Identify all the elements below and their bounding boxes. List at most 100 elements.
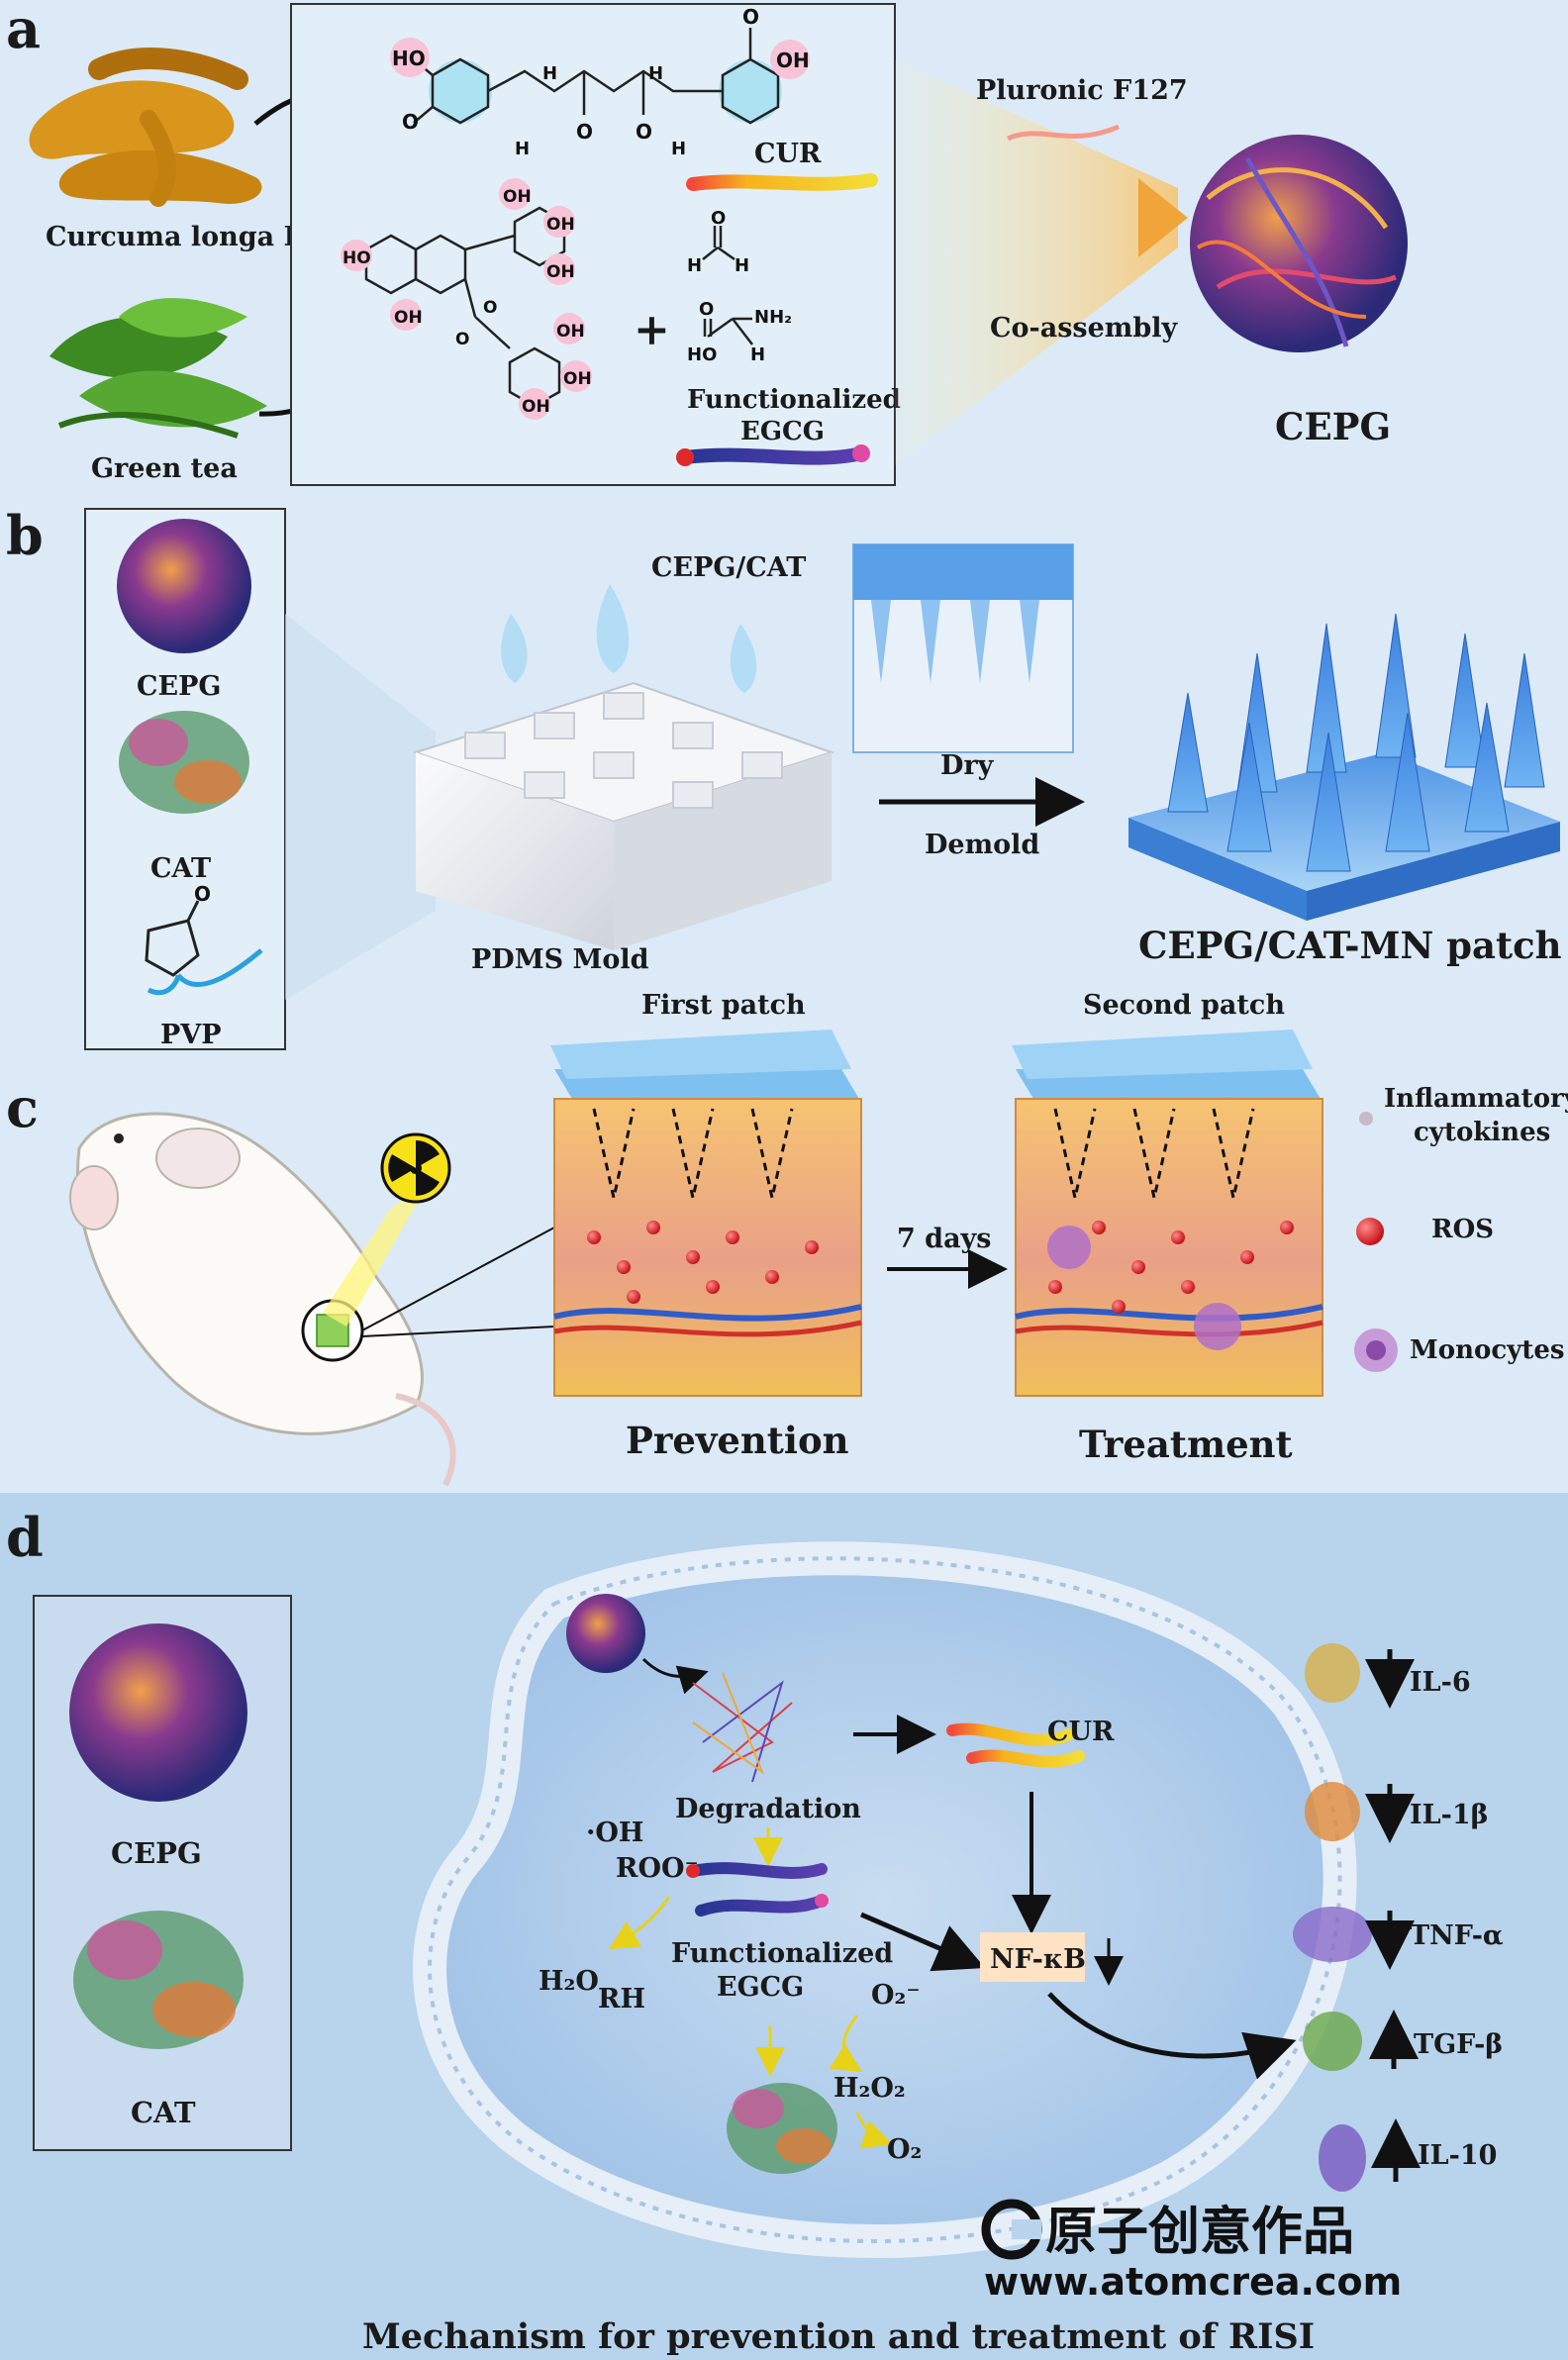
cytokine-list: IL-6 IL-1β TNF-α TGF-β IL-10 [1293, 1643, 1504, 2192]
legend-inflammatory-line2: cytokines [1414, 1118, 1550, 1147]
pdms-mold [412, 681, 835, 950]
curcumin-atom-ho: HO [392, 47, 426, 70]
green-tea-label: Green tea [91, 453, 238, 484]
pluronic-label: Pluronic F127 [976, 75, 1188, 106]
cytokine-tgfb: TGF-β [1303, 2010, 1503, 2071]
mn-patch-label: CEPG/CAT-MN patch [1138, 924, 1562, 967]
skin-block-treatment [1012, 1030, 1323, 1397]
cytokine-il6-label: IL-6 [1410, 1667, 1471, 1698]
formaldehyde-o: O [711, 208, 726, 229]
panel-letter-b: b [6, 504, 44, 567]
egcg-oh-highlight-3 [543, 253, 575, 285]
formaldehyde-structure [702, 226, 735, 261]
atomcrea-watermark: 原子创意作品 www.atomcrea.com [981, 2199, 1402, 2304]
superoxide-to-h2o2-arrow [829, 2015, 863, 2073]
cur-strand-d-1 [946, 1722, 1075, 1746]
degradation-label: Degradation [675, 1794, 861, 1824]
dry-label: Dry [940, 750, 995, 781]
legend-monocytes-label: Monocytes [1410, 1335, 1565, 1365]
pluronic-strand [1006, 124, 1121, 142]
cepg-cat-label: CEPG/CAT [651, 552, 806, 583]
skin-block-prevention [550, 1030, 862, 1397]
egcg-oh-highlight-2 [543, 206, 575, 238]
egcg-atom-oh-6: OH [563, 369, 592, 389]
curcumin-atom-h-3: H [648, 63, 663, 84]
panel-letter-a: a [6, 0, 41, 60]
cat-label-d: CAT [131, 2096, 196, 2129]
cytokine-tnfa-label: TNF-α [1410, 1920, 1504, 1951]
cell-membrane [413, 1541, 1357, 2258]
oh-highlight-right [770, 40, 810, 79]
cat-protein-icon-b [119, 711, 249, 814]
glycine-nh2: NH₂ [754, 307, 792, 328]
entry-arrow [641, 1657, 709, 1695]
superoxide-label: O₂⁻ [871, 1980, 921, 2011]
pvp-o-atom: O [194, 882, 211, 906]
cat-protein-icon-d [73, 1911, 244, 2049]
seven-days-label: 7 days [897, 1224, 991, 1254]
filled-mold-block [852, 543, 1074, 753]
legend-monocyte-icon [1354, 1328, 1398, 1372]
nfkb-label: NF-κB [990, 1944, 1086, 1975]
egcg-oh-highlight-5 [390, 299, 422, 331]
panel-letter-d: d [6, 1506, 44, 1569]
legend-inflammatory-dot [1359, 1112, 1373, 1126]
ros-dots [587, 1221, 1294, 1314]
curcumin-atom-o-4: O [742, 5, 759, 29]
panel-d: d CEPG CAT Degradation CUR [0, 1493, 1568, 2360]
egcg-atom-oh-4: OH [394, 308, 423, 328]
hydroxyl-radical-label: ·OH [586, 1818, 643, 1848]
oxygen-label: O₂ [887, 2134, 922, 2165]
cur-label-d: CUR [1047, 1717, 1115, 1747]
curcumin-atom-o-1: O [402, 110, 419, 134]
formaldehyde-h-1: H [687, 255, 702, 276]
components-to-mold-fade [285, 614, 436, 1000]
pvp-structure [145, 900, 263, 996]
plus-sign: + [634, 305, 670, 355]
legend-ros-dot [1356, 1218, 1384, 1245]
cepg-label-a: CEPG [1275, 405, 1391, 448]
glycine-ho: HO [687, 344, 717, 365]
cepg-entering-cell [566, 1594, 645, 1673]
ros-to-water-arrow [608, 1896, 671, 1950]
egcg-oh-highlight-1 [499, 178, 531, 210]
egcg-label-a: EGCG [740, 417, 825, 446]
panel-d-caption: Mechanism for prevention and treatment o… [362, 2316, 1315, 2357]
egcg-strand-d-2 [695, 1895, 828, 1917]
pdms-mold-label: PDMS Mold [471, 944, 649, 975]
prevention-label: Prevention [626, 1419, 849, 1462]
cepg-label-d: CEPG [111, 1836, 202, 1870]
h2o2-label: H₂O₂ [833, 2073, 906, 2104]
egcg-strand-a [678, 446, 868, 465]
panel-letter-c: c [6, 1076, 39, 1139]
legend-inflammatory-line1: Inflammatory [1384, 1084, 1568, 1114]
glycine-h: H [750, 344, 765, 365]
cepg-nanoparticle-a [1190, 135, 1408, 352]
egcg-atom-oh-3: OH [546, 262, 575, 282]
legend-ros-label: ROS [1431, 1215, 1494, 1244]
cytokine-il1b-label: IL-1β [1410, 1800, 1489, 1830]
curcumin-atom-o-3: O [636, 120, 652, 144]
egcg-atom-oh-7: OH [522, 397, 550, 417]
turmeric-root-illustration [29, 48, 262, 207]
egcg-strand-d-end-1 [686, 1864, 700, 1878]
coassembly-arrow-head [1138, 178, 1188, 257]
cepg-icon-d [69, 1623, 247, 1802]
cur-label-a: CUR [754, 139, 822, 169]
egcg-strand-end-red [676, 448, 694, 466]
egcg-label-d: EGCG [717, 1972, 804, 2003]
egcg-atom-oh-1: OH [503, 187, 532, 207]
cytokine-il10: IL-10 [1319, 2118, 1497, 2192]
coassembly-label: Co-assembly [990, 313, 1178, 344]
egcg-strand-d-1 [687, 1862, 828, 1879]
demold-label: Demold [925, 830, 1039, 860]
rh-label: RH [598, 1984, 645, 2015]
glycine-o: O [699, 299, 714, 320]
egcg-oh-highlight-4 [341, 240, 372, 271]
cytokine-tnfa: TNF-α [1293, 1907, 1504, 1970]
first-patch-label: First patch [641, 990, 806, 1021]
egcg-atom-o-1: O [483, 298, 497, 318]
cytokine-tgfb-label: TGF-β [1414, 2029, 1503, 2060]
green-tea-illustration [49, 298, 267, 439]
